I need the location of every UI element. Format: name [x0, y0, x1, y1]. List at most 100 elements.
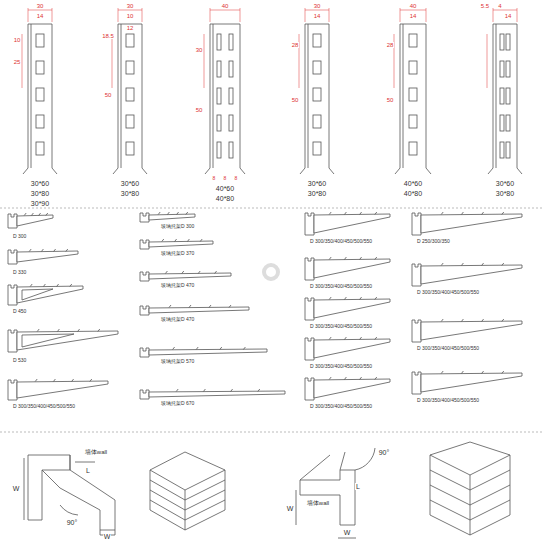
stroke: [8, 380, 17, 400]
stroke: [441, 371, 443, 374]
stroke: [140, 306, 149, 315]
stroke: [360, 257, 362, 260]
stroke: [229, 34, 233, 50]
size-label: 玻璃托架D 370: [160, 251, 195, 256]
stroke: [140, 272, 149, 281]
dimension-label: 40: [409, 3, 418, 9]
size-label: L: [355, 483, 361, 490]
stroke: [502, 263, 504, 266]
stroke: [487, 34, 488, 88]
stroke: [37, 329, 39, 332]
size-label: D 300/350/400/450/500/550: [309, 239, 373, 244]
stroke: [186, 212, 188, 215]
dimension-label: 50: [386, 97, 395, 103]
stroke: [461, 212, 463, 215]
size-label: 玻璃托架D 570: [160, 359, 195, 364]
size-label: 30*60: [495, 180, 515, 187]
stroke: [198, 271, 200, 274]
size-label: D 300/350/400/450/500/550: [12, 404, 76, 409]
stroke: [500, 34, 504, 50]
size-label: D 300/350/400/450/500/550: [309, 364, 373, 369]
stroke: [36, 142, 44, 155]
size-label: 30*80: [307, 190, 327, 197]
size-label: 30*80: [30, 190, 50, 197]
stroke: [441, 319, 443, 322]
stroke: [215, 271, 217, 274]
size-label: D 300/350/400/450/500/550: [416, 290, 480, 295]
dimension-label: 8: [212, 176, 217, 181]
stroke: [482, 263, 484, 266]
size-label: 30*90: [30, 200, 50, 207]
stroke: [313, 61, 321, 74]
stroke: [305, 338, 314, 360]
stroke: [360, 377, 362, 380]
stroke: [43, 284, 45, 287]
size-label: D 300/350/400/450/500/550: [416, 398, 480, 403]
size-label: 40*80: [215, 195, 235, 202]
stroke: [8, 250, 17, 264]
stroke: [506, 115, 510, 131]
stroke: [217, 142, 221, 158]
size-label: 90°: [66, 519, 79, 526]
stroke: [409, 61, 417, 74]
stroke: [149, 273, 231, 279]
stroke: [118, 8, 142, 22]
stroke: [461, 319, 463, 322]
stroke: [167, 212, 169, 215]
size-label: L: [85, 467, 91, 474]
stroke: [412, 264, 421, 286]
stroke: [53, 379, 55, 382]
dimension-label: 50: [291, 97, 300, 103]
stroke: [409, 88, 417, 101]
size-label: D 300: [12, 234, 27, 239]
dimension-label: 8: [223, 176, 228, 181]
size-label: D 250/300/350: [416, 239, 451, 244]
stroke: [305, 8, 329, 22]
stroke: [329, 257, 331, 260]
stroke: [493, 8, 517, 22]
stroke: [149, 349, 267, 355]
size-label: 30*60: [307, 180, 327, 187]
dimension-label: 40: [221, 3, 230, 9]
stroke: [231, 389, 233, 392]
stroke: [314, 339, 390, 358]
stroke: [300, 24, 334, 174]
stroke: [36, 88, 44, 101]
stroke: [17, 286, 83, 303]
stroke: [149, 307, 249, 313]
stroke: [22, 334, 74, 347]
stroke: [8, 214, 17, 228]
stroke: [482, 319, 484, 322]
stroke: [113, 24, 147, 174]
size-label: 40*60: [403, 180, 423, 187]
stroke: [229, 142, 233, 158]
stroke: [500, 115, 504, 131]
stroke: [29, 249, 31, 252]
dimension-label: 30: [126, 3, 135, 9]
size-label: 玻璃托架D 300: [160, 224, 195, 229]
stroke: [200, 239, 202, 242]
stroke: [314, 299, 390, 318]
stroke: [344, 297, 346, 300]
stroke: [204, 34, 205, 88]
stroke: [158, 212, 160, 215]
stroke: [36, 34, 44, 47]
size-label: 墙体wall: [84, 449, 108, 455]
stroke: [78, 329, 80, 332]
stroke: [229, 88, 233, 104]
stroke: [217, 88, 221, 104]
size-label: 玻璃托架D 470: [160, 317, 195, 322]
stroke: [66, 249, 68, 252]
stroke: [28, 8, 52, 22]
size-label: W: [103, 533, 112, 540]
stroke: [313, 88, 321, 101]
stroke: [305, 298, 314, 320]
dimension-label: 14: [313, 13, 322, 19]
size-label: 30*60: [30, 180, 50, 187]
stroke: [22, 34, 23, 88]
stroke: [39, 213, 41, 216]
dimension-label: 12: [126, 25, 135, 31]
stroke: [360, 297, 362, 300]
stroke: [140, 240, 149, 249]
stroke: [126, 61, 134, 74]
